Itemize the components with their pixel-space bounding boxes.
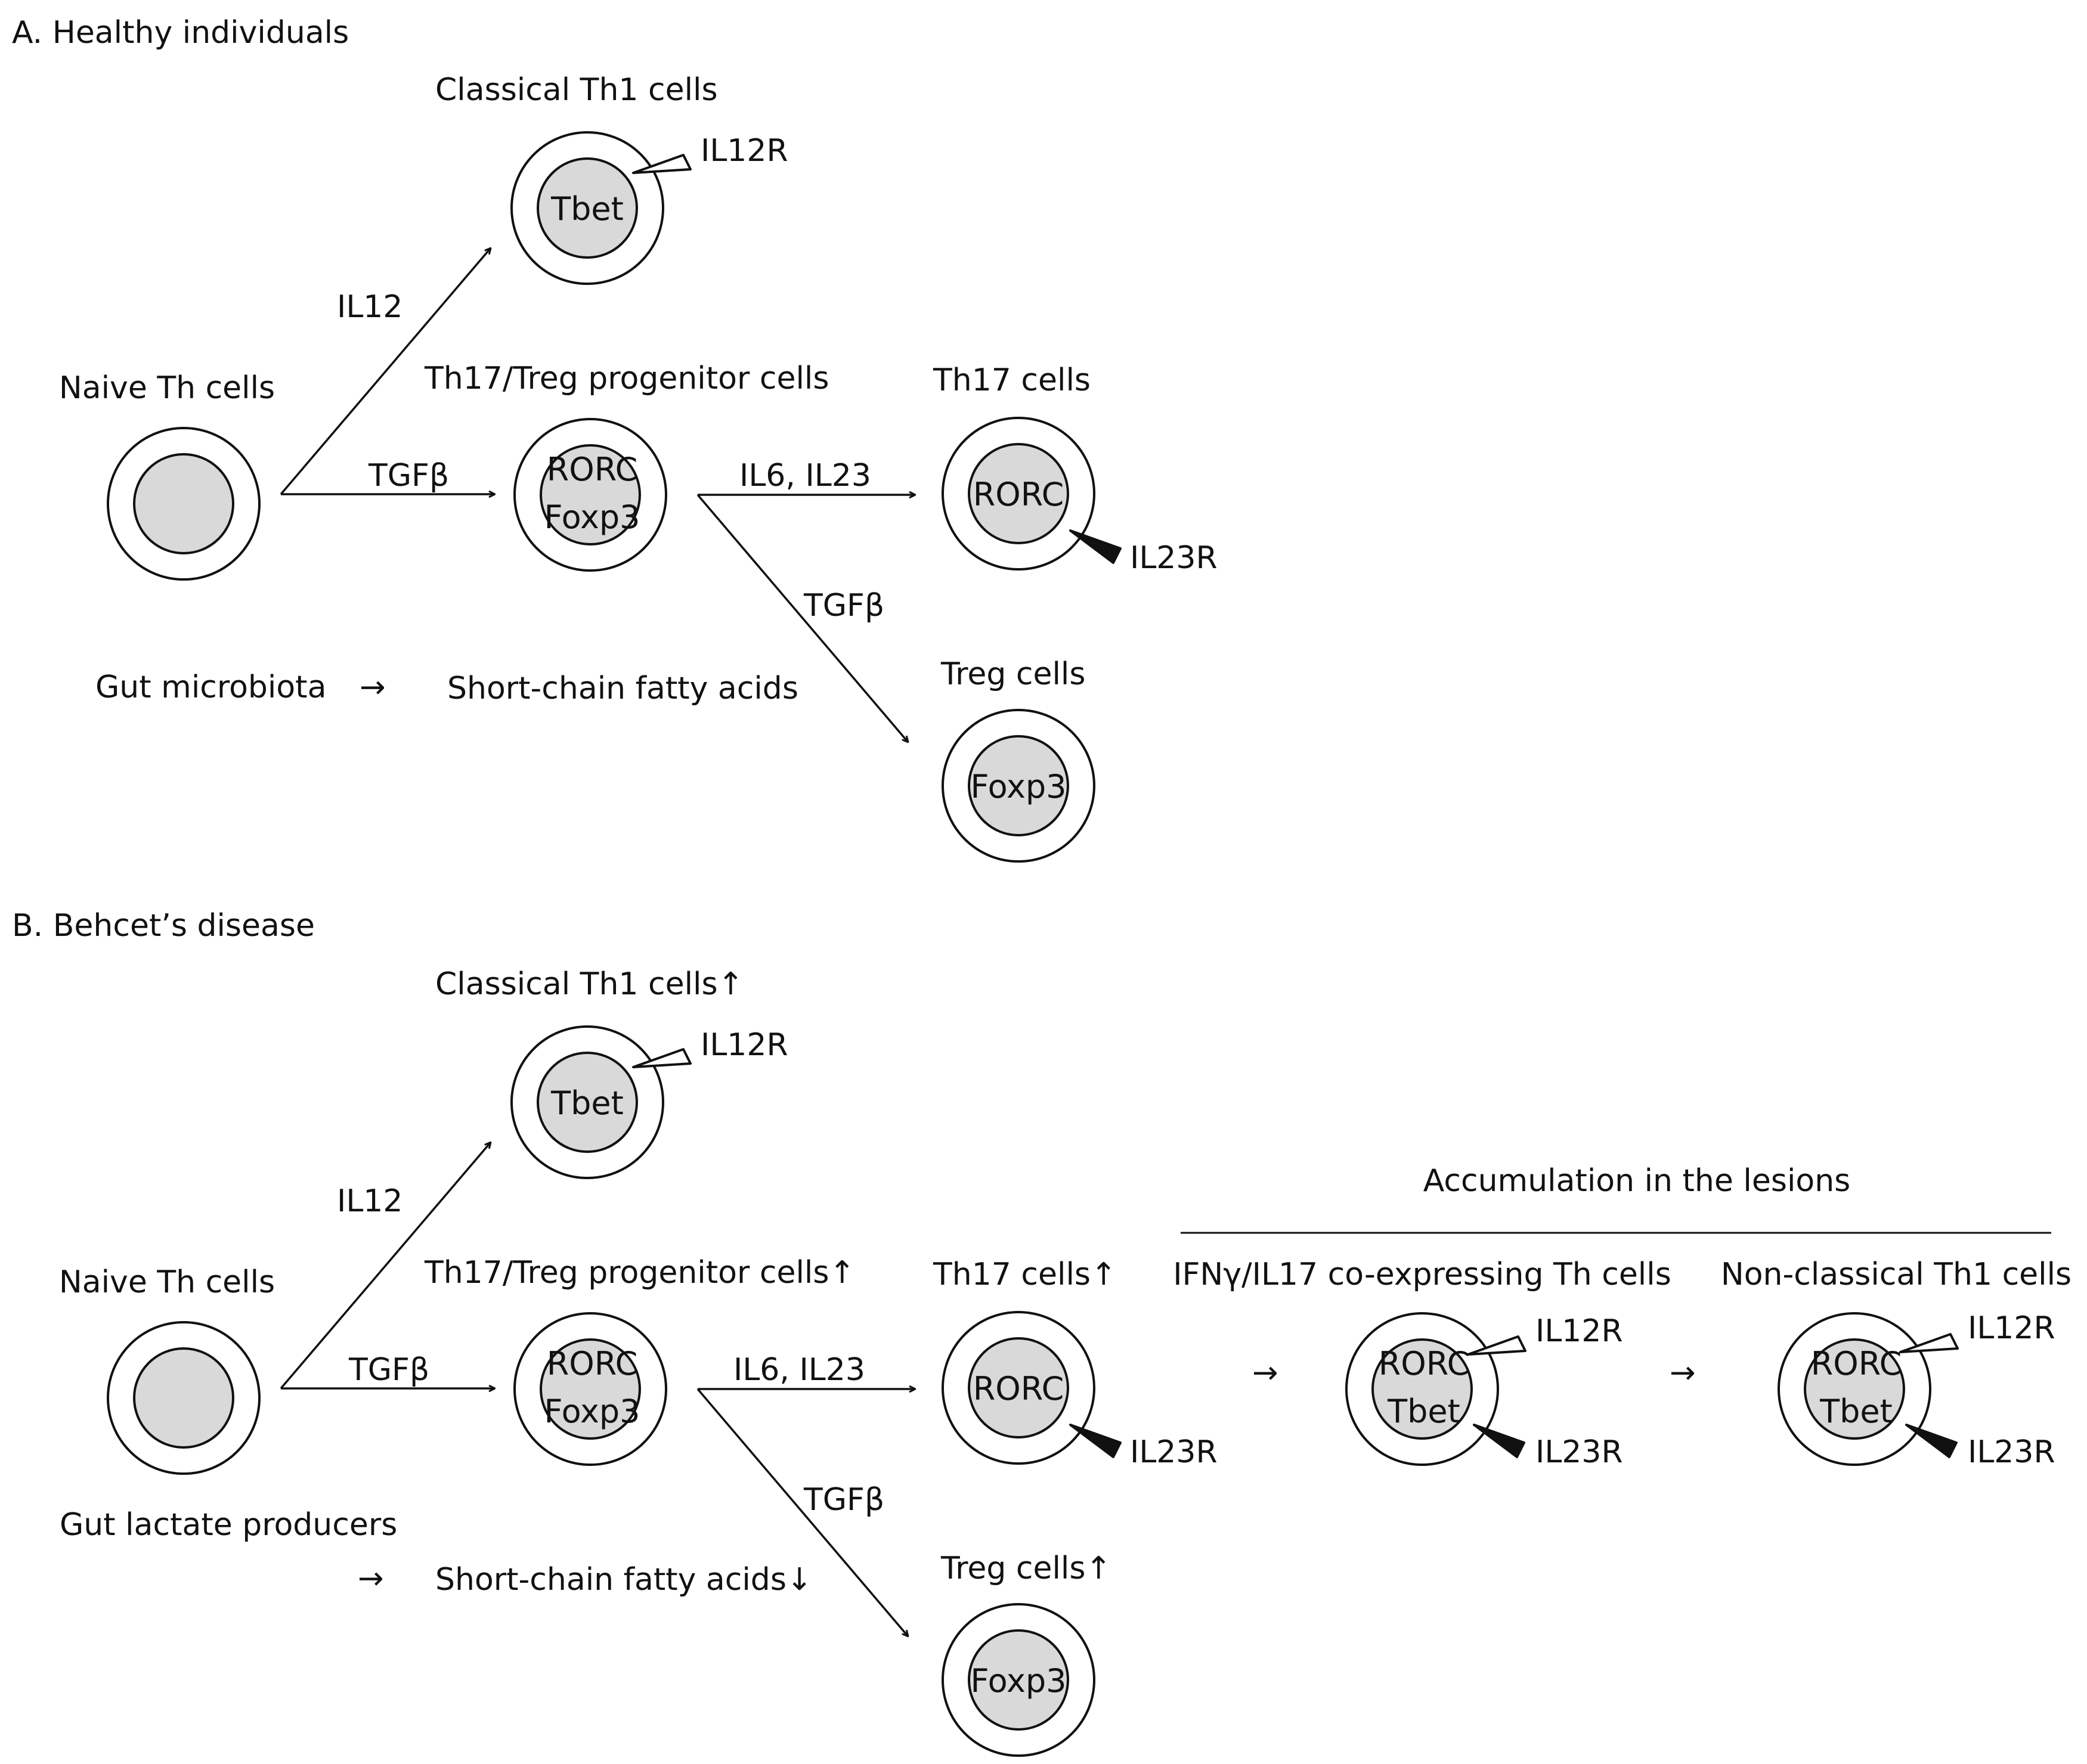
tgfb-naive-label: TGFβ xyxy=(348,1352,429,1388)
progenitor-cell xyxy=(513,418,667,572)
arrow-progenitor-to-treg xyxy=(696,1388,908,1636)
coexpressing-il23r-label: IL23R xyxy=(1535,1434,1623,1470)
nonclassical-il23r-label: IL23R xyxy=(1968,1434,2055,1470)
microbiota-label: Gut microbiota xyxy=(95,669,326,705)
nonclassical-il23r-receptor xyxy=(1905,1424,1958,1458)
il6-il23-label: IL6, IL23 xyxy=(739,458,871,494)
panel-b-title: B. Behcet’s disease xyxy=(12,908,315,944)
microbiota-label: Gut lactate producers xyxy=(60,1507,397,1543)
th17-label: Th17 cells xyxy=(933,362,1091,398)
progenitor-nucleus-rorc: RORC xyxy=(547,451,638,488)
treg-label: Treg cells↑ xyxy=(940,1551,1111,1586)
th1-nucleus-label: Tbet xyxy=(550,1084,624,1122)
il12-label: IL12 xyxy=(337,1183,402,1219)
arrow-coexpressing-to-nonclassical: → xyxy=(1670,1355,1696,1391)
arrow-th17-to-coexpressing: → xyxy=(1252,1355,1278,1391)
naive-cell-label: Naive Th cells xyxy=(59,1264,275,1300)
coexpressing-nucleus-tbet: Tbet xyxy=(1387,1393,1460,1430)
panel-b: B. Behcet’s disease Naive Th cells IL12 … xyxy=(12,908,2071,1757)
tgfb-treg-label: TGFβ xyxy=(803,588,884,624)
nonclassical-il12r-label: IL12R xyxy=(1968,1310,2055,1346)
naive-th-cell xyxy=(107,1321,261,1475)
nonclassical-nucleus-rorc: RORC xyxy=(1811,1345,1902,1382)
il12r-label: IL12R xyxy=(701,1027,788,1063)
tgfb-treg-label: TGFβ xyxy=(803,1482,884,1518)
tgfb-naive-label: TGFβ xyxy=(368,458,449,494)
il23r-label: IL23R xyxy=(1130,1434,1218,1470)
naive-th-cell xyxy=(107,427,261,581)
nonclassical-cell xyxy=(1778,1312,1931,1466)
panel-a: A. Healthy individuals Naive Th cells IL… xyxy=(12,15,1218,863)
naive-cell-label: Naive Th cells xyxy=(59,370,275,406)
th17-nucleus-label: RORC xyxy=(973,476,1064,513)
coexpressing-il23r-receptor xyxy=(1473,1424,1525,1458)
progenitor-label: Th17/Treg progenitor cells↑ xyxy=(424,1255,855,1291)
progenitor-nucleus-foxp3: Foxp3 xyxy=(544,498,640,536)
accumulation-label: Accumulation in the lesions xyxy=(1423,1163,1851,1199)
th17-nucleus-label: RORC xyxy=(973,1370,1064,1408)
microbiota-arrow: → xyxy=(358,1561,384,1596)
arrow-progenitor-to-treg xyxy=(696,494,908,742)
coexpressing-nucleus-rorc: RORC xyxy=(1379,1345,1470,1382)
progenitor-nucleus-rorc: RORC xyxy=(547,1345,638,1382)
coexpressing-label: IFNγ/IL17 co-expressing Th cells xyxy=(1173,1257,1671,1292)
il23r-receptor xyxy=(1069,1424,1122,1458)
il12-label: IL12 xyxy=(337,289,402,325)
th17-label: Th17 cells↑ xyxy=(933,1257,1117,1292)
scfa-label: Short-chain fatty acids xyxy=(447,671,798,706)
nonclassical-label: Non-classical Th1 cells xyxy=(1721,1257,2071,1292)
panel-a-title: A. Healthy individuals xyxy=(12,15,349,51)
nonclassical-nucleus-tbet: Tbet xyxy=(1819,1393,1893,1430)
il23r-label: IL23R xyxy=(1130,540,1218,576)
treg-nucleus-label: Foxp3 xyxy=(970,1662,1066,1700)
th1-label: Classical Th1 cells↑ xyxy=(435,966,744,1002)
il23r-receptor xyxy=(1069,529,1122,564)
il12r-label: IL12R xyxy=(701,133,788,169)
coexpressing-il12r-label: IL12R xyxy=(1535,1313,1623,1349)
arrow-naive-to-th1 xyxy=(280,1142,491,1390)
th1-nucleus-label: Tbet xyxy=(550,190,624,228)
th1-label: Classical Th1 cells xyxy=(435,72,718,108)
treg-nucleus-label: Foxp3 xyxy=(970,768,1066,805)
treg-label: Treg cells xyxy=(940,656,1085,692)
scfa-label: Short-chain fatty acids↓ xyxy=(435,1562,812,1598)
microbiota-arrow: → xyxy=(360,669,386,705)
progenitor-nucleus-foxp3: Foxp3 xyxy=(544,1393,640,1430)
arrow-naive-to-th1 xyxy=(280,248,491,495)
il6-il23-label: IL6, IL23 xyxy=(733,1352,865,1388)
coexpressing-cell xyxy=(1345,1312,1499,1466)
progenitor-cell xyxy=(513,1312,667,1466)
progenitor-label: Th17/Treg progenitor cells xyxy=(424,361,829,396)
